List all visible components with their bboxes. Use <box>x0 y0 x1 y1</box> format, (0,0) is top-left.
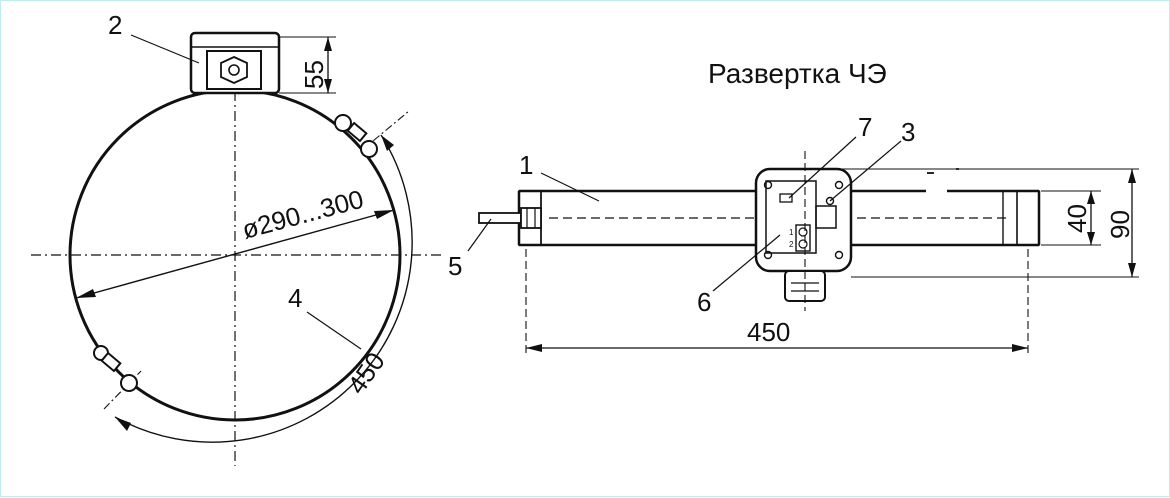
tension-screw <box>478 212 522 224</box>
screw-hole-br <box>834 250 844 260</box>
screw-hole-tl <box>763 180 773 190</box>
clamp-bottom-left <box>93 345 138 392</box>
callout-1: 1 <box>519 150 533 180</box>
band-width-label: 40 <box>1062 204 1092 233</box>
leader-4 <box>306 311 362 350</box>
cable-gland <box>206 50 262 90</box>
screw-hole-bl <box>763 250 773 260</box>
unfolded-title: Развертка ЧЭ <box>708 58 887 89</box>
diameter-arrow-right <box>374 210 394 219</box>
leader-6 <box>712 234 781 292</box>
dim450-arrow-right <box>1012 344 1028 352</box>
arc-length-label: 450 <box>341 347 390 400</box>
arc-arrow-top <box>381 135 394 151</box>
screw-hole-3 <box>825 196 835 206</box>
diameter-line <box>75 209 395 299</box>
cable-gland-nut <box>220 56 248 84</box>
screw-nut <box>520 207 542 229</box>
cable-gland-core <box>228 64 240 76</box>
unfolded-length-label: 450 <box>747 317 790 347</box>
overall-height-label: 90 <box>1105 210 1135 239</box>
screw-hole-tr <box>834 180 844 190</box>
dim55-arrow-top <box>324 37 332 51</box>
arc-dimension <box>114 134 413 443</box>
callout-3: 3 <box>901 117 915 147</box>
housing-height-label: 55 <box>299 60 329 89</box>
top-housing-body <box>189 31 281 95</box>
ring-view <box>31 31 441 466</box>
arc-arrow-bottom <box>115 417 131 431</box>
dim450-arrow-left <box>526 344 542 352</box>
right-bracket <box>1016 190 1040 246</box>
terminal-block <box>795 224 811 252</box>
terminal-screw-1 <box>798 227 808 237</box>
terminal-label-2: 2 <box>789 240 794 249</box>
leader-1 <box>540 172 600 202</box>
leader-5 <box>467 218 492 252</box>
callout-4: 4 <box>288 283 302 313</box>
leader-7 <box>788 136 857 199</box>
arc-extension-top <box>360 110 410 152</box>
terminal-screw-2 <box>798 239 808 249</box>
leader-2 <box>130 34 200 64</box>
lid-latch <box>815 205 837 229</box>
clamp-top-right <box>334 114 378 158</box>
callout-6: 6 <box>697 287 711 317</box>
callout-5: 5 <box>448 251 462 281</box>
indicator <box>779 193 793 203</box>
terminal-label-1: 1 <box>789 228 794 237</box>
leader-3 <box>829 140 902 202</box>
diameter-arrow-left <box>76 289 96 298</box>
dim55-arrow-bottom <box>324 79 332 93</box>
unfolded-view <box>467 136 1139 353</box>
callout-7: 7 <box>858 112 872 142</box>
callout-2: 2 <box>108 10 122 40</box>
